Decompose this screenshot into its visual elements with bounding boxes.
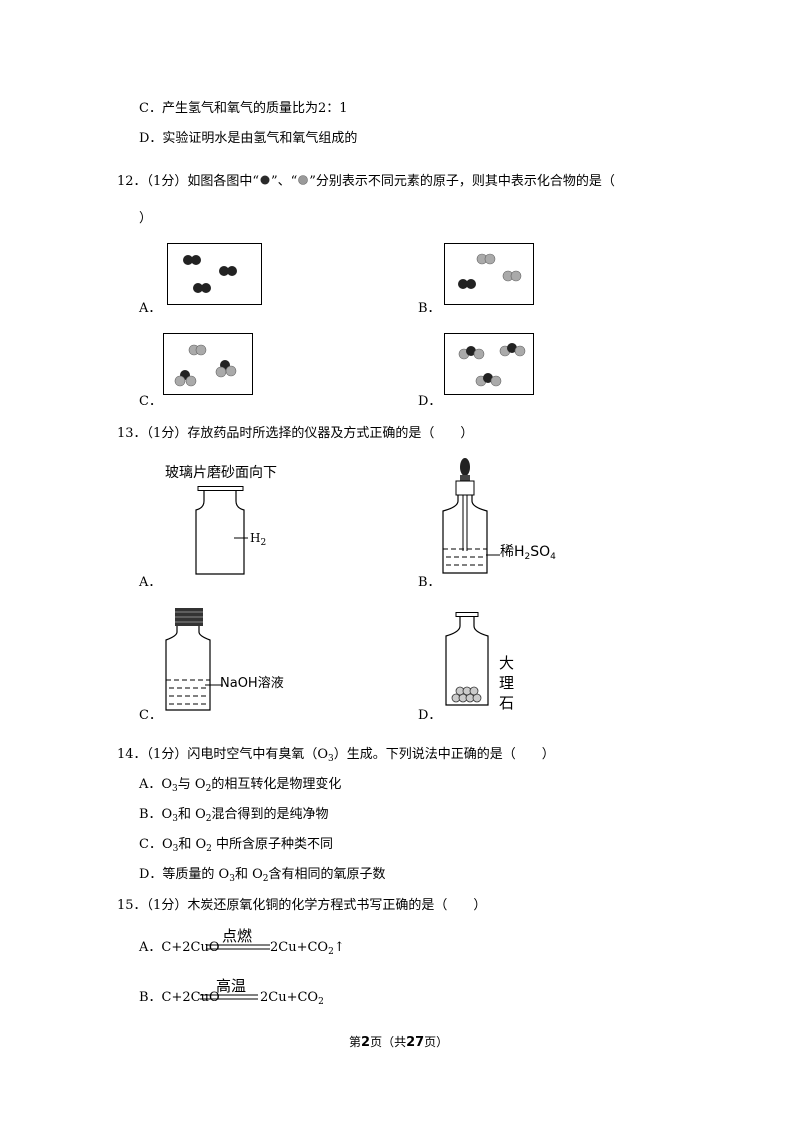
- q12-label-d: D．: [418, 394, 442, 409]
- q12-figure-d: [444, 333, 534, 395]
- page-footer: 第2页（共27页）: [349, 1035, 449, 1050]
- q15-b-equals-sign: [200, 994, 258, 1000]
- q12-label-b: B．: [418, 301, 441, 316]
- q13-label-c: C．: [139, 708, 162, 723]
- q13-c-label: NaOH溶液: [220, 676, 284, 691]
- q12-label-c: C．: [139, 394, 162, 409]
- q14-option-a: A．O3与 O2的相互转化是物理变化: [139, 777, 342, 794]
- q12-label-a: A．: [139, 301, 162, 316]
- q15-a-condition: 点燃: [222, 927, 253, 945]
- q13-a-caption: 玻璃片磨砂面向下: [165, 465, 277, 481]
- q13-c-pointer-line: [205, 684, 223, 686]
- q13-b-label: 稀H2SO4: [500, 544, 556, 562]
- q13-label-b: B．: [418, 575, 441, 590]
- q15-stem: 15．（1分）木炭还原氧化铜的化学方程式书写正确的是（ ）: [117, 898, 487, 913]
- q12-stem: 12．（1分）如图各图中“”、“”分别表示不同元素的原子，则其中表示化合物的是（: [117, 174, 615, 189]
- q12-figure-c: [163, 333, 253, 395]
- q13-b-pointer-line: [486, 554, 500, 556]
- q15-a-equals-sign: [206, 944, 270, 950]
- q11-option-c: C．产生氢气和氧气的质量比为2：1: [139, 101, 348, 116]
- q14-option-d: D．等质量的 O3和 O2含有相同的氧原子数: [139, 867, 386, 884]
- q13-d-label: 大理石: [499, 654, 515, 712]
- dark-atom-icon: [260, 175, 270, 185]
- q15-b-condition: 高温: [216, 977, 247, 995]
- q13-label-a: A．: [139, 575, 162, 590]
- q11-option-d: D．实验证明水是由氢气和氧气组成的: [139, 131, 358, 146]
- q15-a-left: A．C+2CuO: [139, 940, 220, 955]
- q13-figure-c-reagent-bottle: [165, 608, 211, 711]
- q12-stem-close: ）: [139, 211, 153, 226]
- q15-b-left: B．C+2CuO: [139, 990, 220, 1005]
- light-atom-icon: [298, 175, 309, 185]
- q13-a-gas-label: H2: [250, 531, 267, 548]
- q14-stem: 14．（1分）闪电时空气中有臭氧（O3）生成。下列说法中正确的是（ ）: [117, 747, 555, 764]
- q12-figure-b: [444, 243, 534, 305]
- q13-stem: 13．（1分）存放药品时所选择的仪器及方式正确的是（ ）: [117, 426, 474, 441]
- q13-figure-b-dropper-bottle: [442, 458, 488, 574]
- q13-figure-d-marble-bottle: [445, 612, 489, 706]
- q12-figure-a: [167, 243, 262, 305]
- q13-figure-a-gas-jar: [195, 486, 248, 575]
- q13-label-d: D．: [418, 708, 442, 723]
- q14-option-b: B．O3和 O2混合得到的是纯净物: [139, 807, 329, 824]
- q14-option-c: C．O3和 O2 中所含原子种类不同: [139, 837, 334, 854]
- q15-a-right: 2Cu+CO2↑: [270, 940, 345, 957]
- q15-b-right: 2Cu+CO2: [260, 990, 324, 1007]
